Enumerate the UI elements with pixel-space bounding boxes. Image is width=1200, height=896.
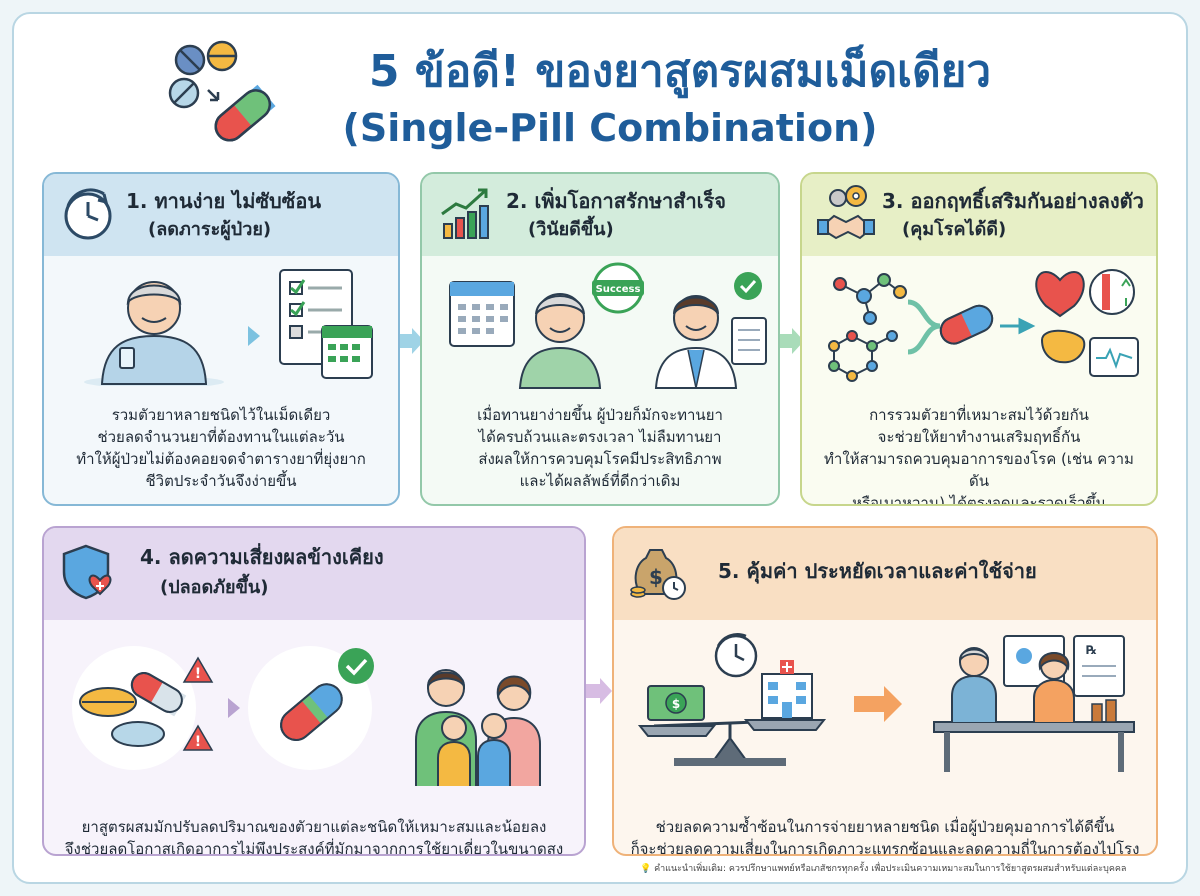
safer-pill-family-illustration: ! ! [72,646,541,786]
card-body: รวมตัวยาหลายชนิดไว้ในเม็ดเดียว ช่วยลดจำน… [44,256,398,504]
money-bag-clock-icon: $ [630,549,686,600]
svg-text:℞: ℞ [1086,643,1097,657]
card-title: 5. คุ้มค่า ประหยัดเวลาและค่าใช้จ่าย [718,559,1037,583]
desc-line: ได้ครบถ้วนและตรงเวลา ไม่ลืมทานยา [478,428,722,446]
card-subtitle: (วินัยดีขึ้น) [528,219,614,240]
card-header: $ 5. คุ้มค่า ประหยัดเวลาและค่าใช้จ่าย [614,528,1156,620]
desc-line: จึงช่วยลดโอกาสเกิดอาการไม่พึงประสงค์ที่ม… [64,840,564,856]
desc-line: ช่วยลดความซ้ำซ้อนในการจ่ายยาหลายชนิด เมื… [655,818,1115,836]
card-header: 4. ลดความเสี่ยงผลข้างเคียง (ปลอดภัยขึ้น) [44,528,584,620]
card-description: รวมตัวยาหลายชนิดไว้ในเม็ดเดียว ช่วยลดจำน… [58,404,384,492]
desc-line: ทำให้สามารถควบคุมอาการของโรค (เช่น ความด… [824,450,1134,490]
desc-line: ส่งผลให้การควบคุมโรคมีประสิทธิภาพ [478,450,722,468]
success-badge: Success [596,284,641,295]
page-title: 5 ข้อดี! ของยาสูตรผสมเม็ดเดียว [368,46,992,97]
flow-arrow-icon [586,678,612,704]
benefit-card-2: 2. เพิ่มโอกาสรักษาสำเร็จ (วินัยดีขึ้น) S… [420,172,780,506]
card-title: 1. ทานง่าย ไม่ซับซ้อน [126,189,322,213]
card-subtitle: (คุมโรคได้ดี) [902,219,1007,240]
desc-line: และได้ผลลัพธ์ที่ดีกว่าเดิม [519,472,681,490]
card-body: การรวมตัวยาที่เหมาะสมไว้ด้วยกัน จะช่วยให… [802,256,1156,504]
desc-line: ยาสูตรผสมมักปรับลดปริมาณของตัวยาแต่ละชนิ… [81,818,547,836]
flow-arrow-icon [400,328,424,354]
card-description: เมื่อทานยาง่ายขึ้น ผู้ป่วยก็มักจะทานยา ไ… [436,404,764,492]
svg-text:$: $ [649,565,663,589]
card-description: ยาสูตรผสมมักปรับลดปริมาณของตัวยาแต่ละชนิ… [58,816,570,856]
flow-arrow-icon [780,328,804,354]
card-title: 3. ออกฤทธิ์เสริมกันอย่างลงตัว [882,189,1144,213]
svg-text:$: $ [672,697,680,711]
desc-line: ทำให้ผู้ป่วยไม่ต้องคอยจดจำตารางยาที่ยุ่ง… [76,450,366,468]
desc-line: จะช่วยให้ยาทำงานเสริมฤทธิ์กัน [877,428,1081,446]
pills-combine-icon [168,40,276,142]
card-title: 2. เพิ่มโอกาสรักษาสำเร็จ [506,189,726,213]
cost-time-savings-illustration: $ ℞ [637,633,1135,772]
handshake-gears-icon [817,185,875,240]
card-subtitle: (ปลอดภัยขึ้น) [160,577,269,598]
desc-line: การรวมตัวยาที่เหมาะสมไว้ด้วยกัน [869,406,1089,424]
card-body: Success เมื่อทานยาง่ายขึ้น ผู้ป่วยก็มักจ… [422,256,778,504]
card-subtitle: (ลดภาระผู้ป่วย) [148,219,272,240]
card-description: การรวมตัวยาที่เหมาะสมไว้ด้วยกัน จะช่วยให… [816,404,1142,506]
lightbulb-icon: 💡 [640,864,652,874]
synergy-molecules-organs-illustration [828,269,1139,382]
desc-line: รวมตัวยาหลายชนิดไว้ในเม็ดเดียว [111,406,331,424]
card-title: 4. ลดความเสี่ยงผลข้างเคียง [140,545,384,569]
desc-line: ก็จะช่วยลดความเสี่ยงในการเกิดภาวะแทรกซ้อ… [630,840,1140,856]
footnote-text: คำแนะนำเพิ่มเติม: ควรปรึกษาแพทย์หรือเภสั… [654,864,1127,874]
benefit-card-3: 3. ออกฤทธิ์เสริมกันอย่างลงตัว (คุมโรคได้… [800,172,1158,506]
svg-text:!: ! [195,666,201,682]
svg-text:!: ! [195,734,201,750]
page-subtitle: (Single-Pill Combination) [342,106,878,150]
card-header: 2. เพิ่มโอกาสรักษาสำเร็จ (วินัยดีขึ้น) [422,174,778,256]
footnote: 💡 คำแนะนำเพิ่มเติม: ควรปรึกษาแพทย์หรือเภ… [640,862,1180,876]
shield-heart-icon [62,544,112,600]
desc-line: ชีวิตประจำวันจึงง่ายขึ้น [145,472,297,490]
desc-line: ช่วยลดจำนวนยาที่ต้องทานในแต่ละวัน [97,428,345,446]
growth-chart-icon [441,188,489,239]
benefit-card-1: 1. ทานง่าย ไม่ซับซ้อน (ลดภาระผู้ป่วย) [42,172,400,506]
patient-doctor-success-illustration: Success [449,262,767,389]
desc-line: หรือเบาหวาน) ได้ตรงจุดและรวดเร็วขึ้น [852,494,1106,506]
benefit-card-5: $ 5. คุ้มค่า ประหยัดเวลาและค่าใช้จ่าย $ [612,526,1158,856]
card-body: $ ℞ [614,620,1156,854]
desc-line: เมื่อทานยาง่ายขึ้น ผู้ป่วยก็มักจะทานยา [477,406,723,424]
card-header: 3. ออกฤทธิ์เสริมกันอย่างลงตัว (คุมโรคได้… [802,174,1156,256]
clock-icon [64,188,112,240]
card-description: ช่วยลดความซ้ำซ้อนในการจ่ายยาหลายชนิด เมื… [628,816,1142,856]
elderly-patient-checklist-illustration [84,269,373,386]
card-body: ! ! [44,620,584,854]
benefit-card-4: 4. ลดความเสี่ยงผลข้างเคียง (ปลอดภัยขึ้น)… [42,526,586,856]
card-header: 1. ทานง่าย ไม่ซับซ้อน (ลดภาระผู้ป่วย) [44,174,398,256]
